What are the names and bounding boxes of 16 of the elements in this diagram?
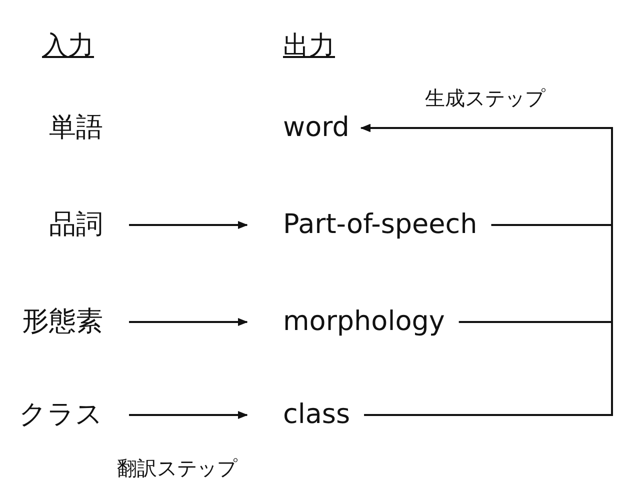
step-label: 生成ステップ [425,85,545,112]
node-label: 品詞 [49,208,103,242]
node-label: 単語 [49,111,103,145]
arrow [129,411,248,419]
column-heading: 出力 [283,30,335,63]
node-label: 形態素 [22,305,103,339]
step-label: 翻訳ステップ [117,455,237,482]
column-heading: 入力 [42,30,94,63]
arrow [129,318,248,326]
node-label: クラス [19,398,103,432]
arrow [129,221,248,229]
node-label: word [283,111,350,145]
node-label: morphology [283,305,445,339]
node-label: class [283,398,350,432]
arrow [360,124,613,416]
node-label: Part-of-speech [283,208,478,242]
